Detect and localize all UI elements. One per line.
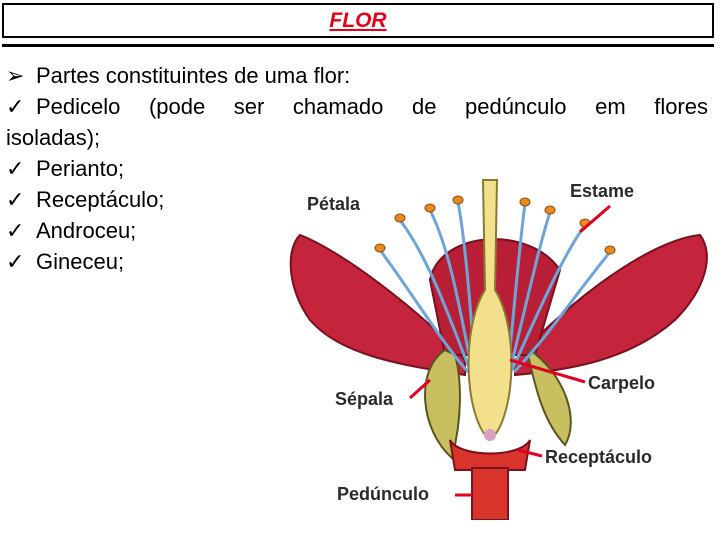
left-sepal [424,348,461,460]
flower-illustration: Pétala Estame Sépala Carpelo Receptáculo… [289,179,708,521]
item-text: Androceu; [36,218,137,243]
carpel [467,179,513,442]
title-box: FLOR [2,3,714,38]
list-item: ✓ Androceu; [6,215,708,246]
title-divider [2,44,714,47]
receptacle [449,439,531,471]
label-estame: Estame [570,181,634,201]
label-petala: Pétala [307,194,361,214]
list-item: ✓ Receptáculo; [6,184,708,215]
list-item: ✓ Pedicelo (pode ser chamado de pedúnculo… [6,91,708,122]
slide-title: FLOR [329,9,387,32]
checkmark-icon: ✓ [6,94,25,119]
intro-text: Partes constituintes de uma flor: [36,63,351,88]
item-text: Perianto; [36,156,125,181]
item-text: isoladas); [6,125,101,150]
stamens [378,201,612,374]
item-text: Receptáculo; [36,187,165,212]
label-pedunculo: Pedúnculo [337,484,429,504]
slide-body: ➢ Partes constituintes de uma flor: ✓ Pedi… [6,60,708,277]
right-petal [514,233,708,377]
flower-diagram: Pétala Estame Sépala Carpelo Receptáculo… [280,140,720,521]
checkmark-icon: ✓ [6,249,25,274]
list-item: ✓ Gineceu; [6,246,708,277]
ovule [484,429,496,441]
item-text: Gineceu; [36,249,125,274]
checkmark-icon: ✓ [6,218,25,243]
checkmark-icon: ✓ [6,187,25,212]
label-sepala: Sépala [335,389,394,409]
item-text: Pedicelo (pode ser chamado de pedúnculo … [36,94,708,119]
right-sepal [526,348,572,447]
label-carpelo: Carpelo [588,373,655,393]
arrow-bullet-icon: ➢ [6,63,25,88]
label-receptaculo: Receptáculo [545,447,652,467]
checkmark-icon: ✓ [6,156,25,181]
intro-line: ➢ Partes constituintes de uma flor: [6,60,708,91]
peduncle-stem [471,467,509,521]
left-petal [289,233,466,377]
list-item-continuation: isoladas); [6,122,708,153]
leader-lines [408,204,611,497]
list-item: ✓ Perianto; [6,153,708,184]
